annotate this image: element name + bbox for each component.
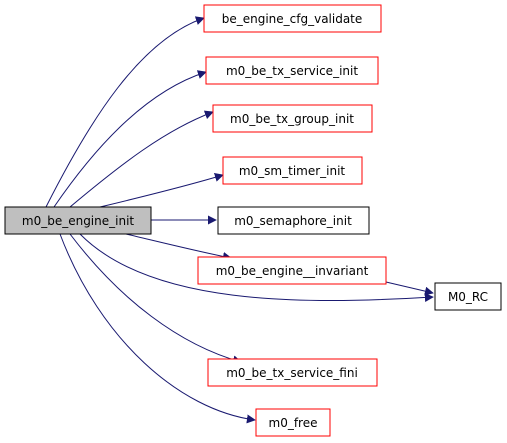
node-m0-semaphore-init[interactable]: m0_semaphore_init [217,206,370,235]
node-m0-sm-timer-init[interactable]: m0_sm_timer_init [222,156,363,185]
node-label: m0_be_tx_service_fini [226,366,358,380]
node-label: m0_be_engine__invariant [216,264,369,278]
node-m0-be-tx-group-init[interactable]: m0_be_tx_group_init [212,104,373,133]
node-label: m0_free [269,416,318,430]
node-m0-rc[interactable]: M0_RC [434,282,502,311]
node-m0-be-engine-init[interactable]: m0_be_engine_init [4,206,152,235]
node-label: m0_be_engine_init [22,214,135,228]
edge-root-be-engine-cfg-validate [45,16,205,208]
node-m0-be-tx-service-init[interactable]: m0_be_tx_service_init [205,56,379,85]
edge-root-m0-be-tx-service-init [53,70,207,208]
edge-invariant-m0-rc [385,281,434,296]
node-label: m0_sm_timer_init [239,164,346,178]
node-m0-be-tx-service-fini[interactable]: m0_be_tx_service_fini [207,358,378,387]
edge-root-m0-be-tx-group-init [69,110,214,208]
node-m0-free[interactable]: m0_free [255,408,331,437]
edge-root-m0-be-engine-invariant [125,233,232,261]
node-label: m0_be_tx_service_init [226,64,358,78]
node-be-engine-cfg-validate[interactable]: be_engine_cfg_validate [203,4,382,33]
edge-root-m0-be-tx-service-fini [69,233,242,365]
node-label: m0_be_tx_group_init [230,112,354,126]
node-label: m0_semaphore_init [234,214,352,228]
edge-root-m0-free [59,233,256,424]
edges [45,16,434,424]
node-label: be_engine_cfg_validate [222,12,363,26]
edge-root-m0-rc [79,233,434,302]
edge-root-m0-sm-timer-init [99,173,224,208]
node-label: M0_RC [448,290,488,304]
node-m0-be-engine-invariant[interactable]: m0_be_engine__invariant [197,256,387,285]
